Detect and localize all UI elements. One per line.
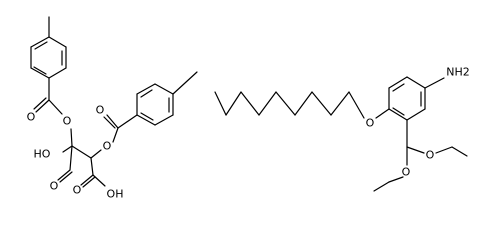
ester-carbonyl-oxygen-label: O (96, 104, 105, 117)
molecule-ditoluoyl-tartaric-acid: O O O O HO O O OH (27, 16, 198, 201)
amine-group-label: NH2 (446, 66, 470, 79)
carboxylic-oxygen-label: O (73, 184, 82, 197)
bonds-molecule-1 (30, 16, 198, 188)
carboxylic-hydroxyl-label: OH (107, 188, 124, 201)
acetal-oxygen-label: O (426, 149, 435, 162)
ester-link-oxygen-label: O (63, 115, 72, 128)
bonds-molecule-2 (214, 76, 468, 192)
chemical-structure-canvas: O O O O HO O O OH (27, 16, 470, 201)
carboxylic-hydroxyl-label: HO (34, 148, 51, 161)
ester-carbonyl-oxygen-label: O (27, 111, 36, 124)
ester-link-oxygen-label: O (103, 140, 112, 153)
ether-oxygen-label: O (366, 117, 375, 130)
acetal-oxygen-label: O (402, 166, 411, 179)
carboxylic-oxygen-label: O (50, 180, 59, 193)
molecule-octyloxy-aniline: NH2 O O O (214, 66, 470, 192)
